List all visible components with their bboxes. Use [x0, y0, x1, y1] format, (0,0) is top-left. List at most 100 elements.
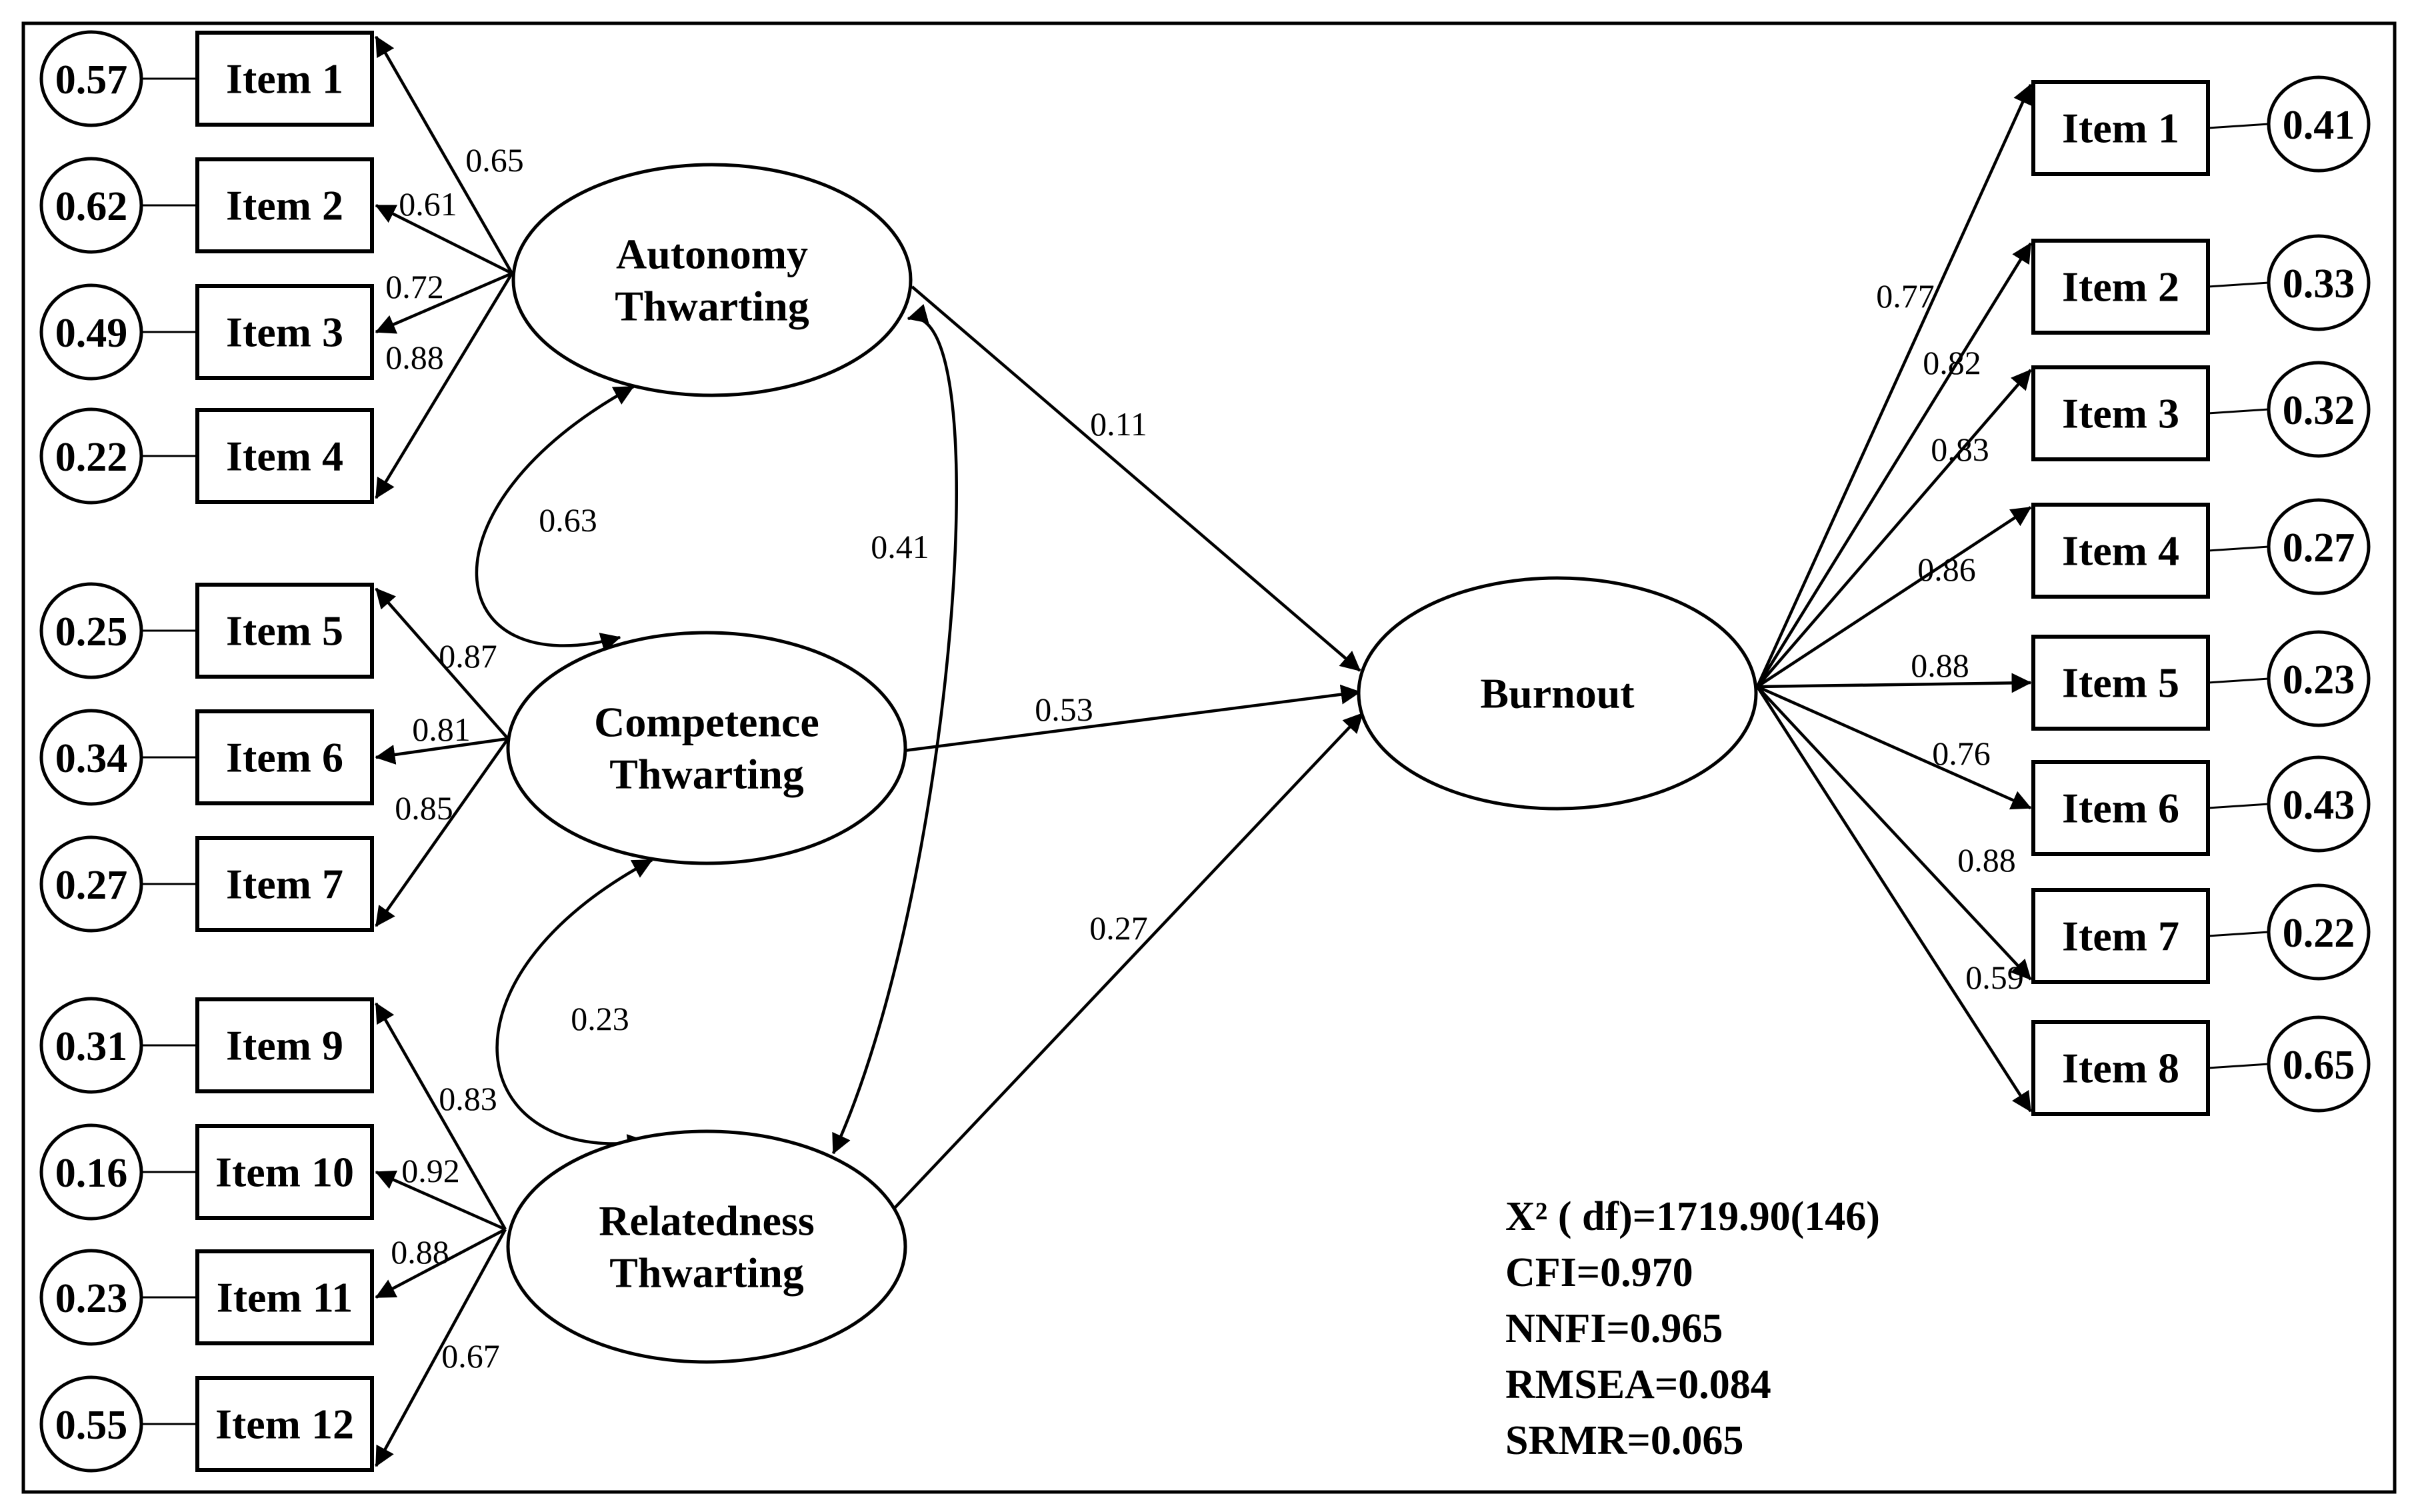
indicator-rect [2031, 80, 2210, 176]
latent-label: Autonomy [616, 231, 808, 278]
correlation-coefficient: 0.41 [871, 528, 929, 565]
error-variance-circle [2267, 498, 2371, 595]
error-variance-circle [2267, 75, 2371, 173]
loading-arrow [375, 1002, 507, 1231]
correlation-coefficient: 0.63 [539, 501, 597, 539]
indicator-label: Item 5 [226, 607, 343, 655]
error-link [2207, 803, 2269, 809]
indicator-box [2031, 239, 2210, 335]
indicator-label: Item 10 [215, 1149, 354, 1196]
loading-label: 0.88 [385, 339, 444, 376]
indicator-rect [195, 709, 374, 805]
loading-arrow [1757, 673, 2032, 693]
correlation-autonomy-relatedness [831, 304, 958, 1155]
error-circle [2267, 498, 2371, 595]
error-value: 0.16 [55, 1151, 128, 1196]
indicator-box [195, 997, 374, 1093]
error-variance-circle [39, 1249, 143, 1346]
latent-ellipse [506, 631, 907, 865]
structural-path-relatedness [892, 712, 1364, 1211]
indicator-label: Item 2 [2062, 263, 2179, 311]
indicator-box [2031, 365, 2210, 461]
loading-arrow [1757, 685, 2032, 810]
loading-label: 0.83 [439, 1080, 497, 1117]
error-variance-circle [2267, 630, 2371, 727]
loading-arrow [375, 737, 509, 765]
indicator-label: Item 1 [226, 55, 343, 103]
error-variance-circle [39, 157, 143, 254]
indicator-box [2031, 760, 2210, 856]
indicator-rect [2031, 888, 2210, 984]
loading-label: 0.82 [1923, 344, 1981, 381]
loading-label: 0.88 [1957, 841, 2016, 879]
error-circle [2267, 755, 2371, 853]
latent-label: Thwarting [609, 751, 804, 798]
indicator-rect [2031, 503, 2210, 599]
error-variance-circle [39, 835, 143, 933]
indicator-box [195, 836, 374, 932]
error-circle [39, 997, 143, 1094]
indicator-left-1: 0.57 Item 1 [39, 30, 374, 127]
error-value: 0.49 [55, 311, 128, 356]
indicator-box [195, 1124, 374, 1220]
loading-arrow [1756, 506, 2032, 688]
path-coefficient: 0.53 [1035, 691, 1093, 728]
indicator-box [2031, 888, 2210, 984]
error-value: 0.41 [2283, 103, 2355, 148]
error-value: 0.65 [2283, 1043, 2355, 1088]
error-circle [2267, 630, 2371, 727]
indicator-label: Item 1 [2062, 105, 2179, 152]
error-link [2207, 677, 2269, 684]
error-circle [2267, 75, 2371, 173]
error-value: 0.23 [55, 1276, 128, 1321]
loading-label: 0.76 [1932, 735, 1991, 772]
indicator-box [195, 31, 374, 127]
error-variance-circle [39, 407, 143, 505]
indicator-rect [195, 836, 374, 932]
loading-arrow [1756, 685, 2032, 981]
loading-label: 0.83 [1931, 431, 1989, 468]
indicator-box [195, 583, 374, 679]
error-value: 0.43 [2283, 783, 2355, 828]
error-circle [2267, 883, 2371, 981]
loading-arrow [1756, 242, 2032, 688]
indicator-label: Item 12 [215, 1401, 354, 1448]
error-value: 0.57 [55, 57, 128, 103]
loading-label: 0.67 [441, 1337, 500, 1375]
error-circle [39, 582, 143, 679]
indicator-label: Item 5 [2062, 659, 2179, 707]
error-variance-circle [39, 1375, 143, 1473]
latent-label: Competence [594, 699, 819, 746]
latent-label: Relatedness [599, 1197, 815, 1245]
latent-label: Thwarting [615, 283, 809, 330]
error-value: 0.33 [2283, 261, 2355, 307]
latent-label: Thwarting [609, 1249, 804, 1297]
fit-cfi: CFI=0.970 [1505, 1250, 1693, 1295]
loading-arrow [375, 272, 513, 499]
error-link [2207, 931, 2269, 937]
indicator-box [195, 1376, 374, 1472]
loading-label: 0.61 [399, 185, 457, 223]
indicator-box [2031, 1020, 2210, 1116]
error-value: 0.62 [55, 184, 128, 229]
indicator-label: Item 9 [226, 1022, 343, 1069]
error-value: 0.27 [55, 863, 128, 908]
loading-arrow [375, 737, 509, 927]
indicator-label: Item 3 [226, 309, 343, 356]
loading-label: 0.81 [412, 711, 471, 748]
fit-chi-square: X² ( df)=1719.90(146) [1505, 1194, 1880, 1239]
error-link [2207, 408, 2269, 415]
indicator-rect [2031, 635, 2210, 731]
error-value: 0.23 [2283, 657, 2355, 703]
indicator-box [2031, 503, 2210, 599]
error-link [2207, 123, 2269, 129]
loading-arrow [375, 587, 509, 740]
indicator-box [195, 284, 374, 380]
